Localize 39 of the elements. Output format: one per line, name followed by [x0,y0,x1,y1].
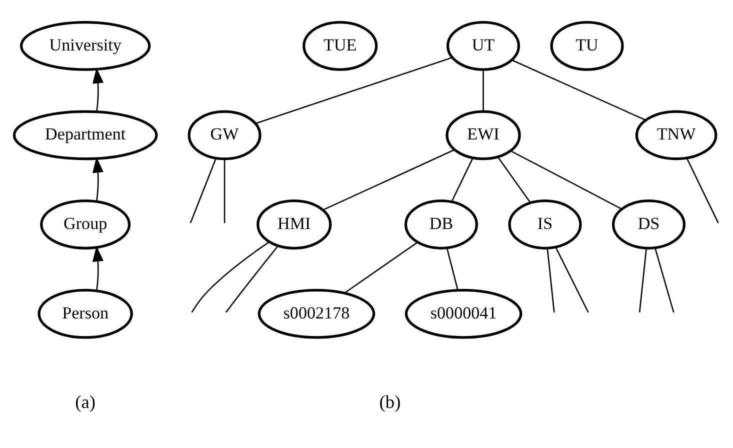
connector [255,56,452,124]
connector [654,247,674,312]
connector [686,158,719,223]
node-ellipse: Department [12,110,158,160]
node-ellipse: TNW [635,110,718,160]
connector [191,240,270,312]
connector [510,150,622,209]
node-ellipse: s0000041 [404,288,522,338]
node-ellipse: Group [40,199,131,249]
connector [451,157,474,202]
connector [190,158,217,223]
connector [482,69,484,110]
connector [546,248,555,312]
connector [225,245,278,312]
connector [555,246,589,312]
label: (b) [379,391,401,412]
connector [497,156,532,203]
arrow [92,156,104,201]
node-ellipse: University [20,20,151,70]
node-ellipse: IS [508,199,582,249]
node-ellipse: TU [550,20,624,70]
node-ellipse: GW [188,110,262,160]
arrow [92,67,104,111]
connector [638,248,648,312]
node-ellipse: s0002178 [258,288,376,338]
connector [322,148,454,210]
connector [344,242,418,294]
connector [511,58,646,120]
node-ellipse: DB [404,199,478,249]
connector [224,158,226,223]
label: (a) [75,391,96,412]
node-ellipse: UT [446,20,520,70]
connector [446,247,458,290]
node-ellipse: TUE [302,20,378,70]
node-ellipse: DS [612,199,686,249]
node-ellipse: HMI [256,199,332,249]
node-ellipse: EWI [446,110,521,160]
node-ellipse: Person [38,288,133,338]
arrow [92,245,104,290]
